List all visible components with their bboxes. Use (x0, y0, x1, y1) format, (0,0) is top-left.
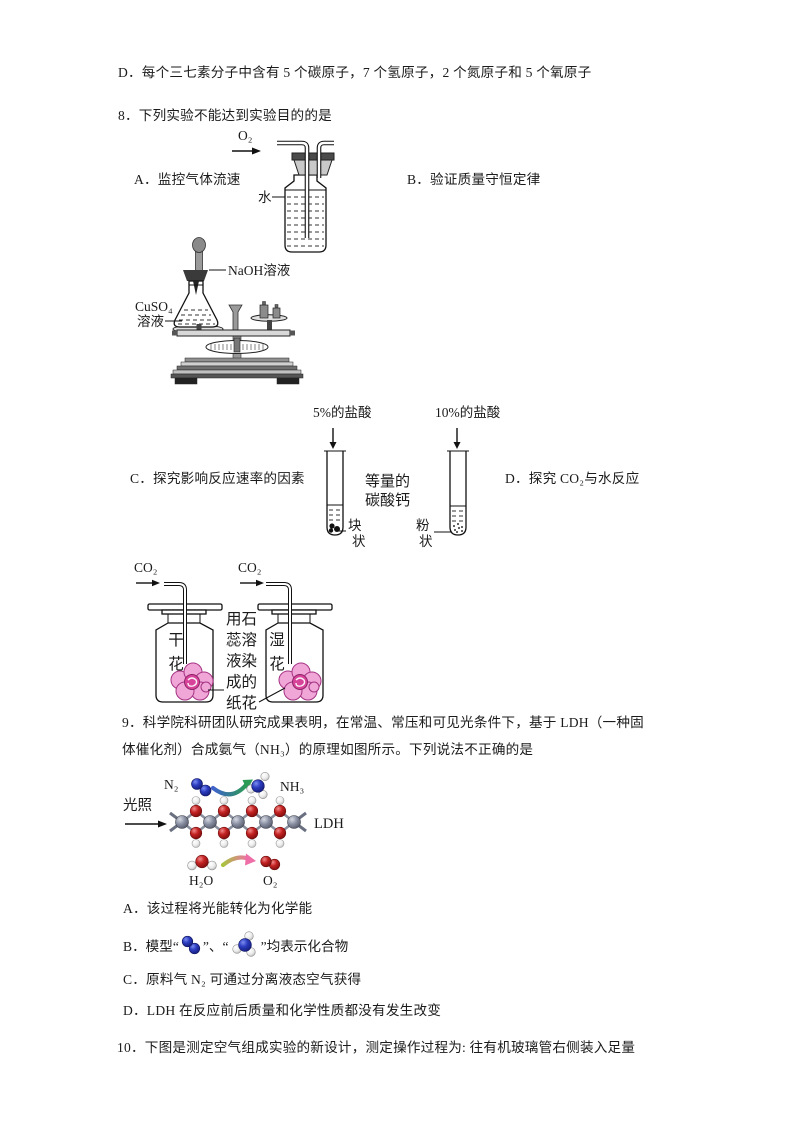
balance-base (170, 357, 304, 385)
balance-scale-diagram: NaOH溶液 CuSO₄ 溶液 (135, 237, 304, 385)
q9-option-b-text-mid: ”、“ (202, 939, 229, 954)
wet-flower-char2: 花 (269, 655, 285, 673)
left-bottle: 干 花 (147, 582, 223, 703)
label-row-2: 蕊溶 (226, 631, 257, 649)
co2-flower-bottles-diagram: CO₂ CO₂ 干 花 湿 花 (134, 560, 333, 712)
dry-flower-char2: 花 (168, 655, 184, 673)
q8-option-b: B．验证质量守恒定律 (407, 172, 541, 187)
q9-option-a: A．该过程将光能转化为化学能 (123, 901, 313, 916)
right-flower-pointer (258, 687, 286, 703)
label-row-5: 纸花 (226, 694, 257, 712)
graduated-scale (205, 337, 269, 354)
h2o-label: H₂O (189, 873, 213, 888)
co2-right-label: CO₂ (238, 560, 261, 575)
light-arrowhead (158, 820, 167, 828)
label-row-1: 用石 (226, 611, 257, 628)
cuso4-label-line2: 溶液 (137, 314, 164, 329)
co2-left-arrowhead (152, 579, 160, 587)
gas-flow-arrowhead (252, 147, 261, 155)
ldh-lattice (169, 796, 307, 848)
n2-label: N₂ (164, 777, 178, 792)
label-row-3: 液染 (226, 652, 257, 670)
left-test-tube (324, 450, 346, 536)
q10-stem: 10．下图是测定空气组成实验的新设计，测定操作过程为: 往有机玻璃管右侧装入足量 (117, 1040, 636, 1055)
n2-to-nh3-arrow (210, 782, 249, 797)
q9-option-b: B．模型“ ”、“ ”均表示化合物 (123, 928, 348, 962)
wet-flower-char1: 湿 (269, 631, 285, 649)
co2-right-arrowhead (256, 579, 264, 587)
o2-label-bottom: O₂ (263, 873, 277, 888)
cuso4-label-line1: CuSO₄ (135, 299, 173, 314)
right-bottle: 湿 花 (257, 582, 333, 703)
stopper (293, 159, 333, 176)
dropper (183, 237, 208, 281)
n2-to-nh3-arrowhead (242, 779, 253, 790)
n2-model-icon (181, 935, 200, 955)
water-label: 水 (258, 190, 272, 205)
weights (259, 301, 281, 319)
ldh-photocatalysis-diagram: 光照 N₂ NH₃ (123, 772, 344, 888)
q9-option-b-text-suf: ”均表示化合物 (260, 939, 349, 954)
right-test-tube (447, 450, 469, 536)
nh3-model-icon (231, 931, 256, 957)
powder-label-char2: 状 (419, 534, 433, 549)
q8-option-d: D．探究 CO₂与水反应 (505, 471, 640, 486)
light-label: 光照 (123, 797, 152, 814)
q8-option-c: C．探究影响反应速率的因素 (130, 471, 305, 486)
water-dashes (287, 196, 324, 247)
h2o-to-o2-arrowhead (245, 853, 256, 866)
q7-option-d: D．每个三七素分子中含有 5 个碳原子，7 个氢原子，2 个氮原子和 5 个氧原… (118, 65, 592, 80)
lump-label-char1: 块 (348, 518, 362, 533)
left-drop-arrowhead (329, 442, 337, 449)
n2-molecule (191, 778, 212, 797)
o2-gas-label: O₂ (238, 128, 252, 143)
nh3-label: NH₃ (280, 779, 304, 794)
label-row-4: 成的 (226, 673, 257, 691)
o2-molecule (260, 855, 281, 871)
q9-option-c: C．原料气 N₂ 可通过分离液态空气获得 (123, 972, 362, 987)
q9-option-d: D．LDH 在反应前后质量和化学性质都没有发生改变 (123, 1003, 442, 1018)
h2o-molecule (187, 854, 217, 871)
equal-caco3-line1: 等量的 (365, 472, 410, 490)
stopper-cap (291, 152, 335, 161)
q8-option-a: A．监控气体流速 (134, 172, 241, 187)
hcl-5-label: 5%的盐酸 (313, 405, 372, 420)
flask (173, 280, 219, 328)
test-tubes-diagram: 5%的盐酸 10%的盐酸 (313, 405, 501, 549)
gas-washing-bottle-diagram: O₂ 水 (232, 128, 335, 253)
lump-label-char2: 状 (352, 534, 366, 549)
q9-option-b-text-pre: B．模型“ (123, 939, 179, 954)
ldh-label: LDH (314, 816, 344, 832)
dry-flower-char1: 干 (168, 632, 184, 649)
powder-label-char1: 粉 (416, 518, 430, 533)
naoh-label: NaOH溶液 (228, 263, 291, 278)
hcl-10-label: 10%的盐酸 (435, 405, 501, 420)
q8-stem: 8．下列实验不能达到实验目的的是 (118, 108, 332, 123)
inlet-outlet-tubes (277, 140, 334, 238)
q9-stem-line2: 体催化剂）合成氨气（NH₃）的原理如图所示。下列说法不正确的是 (122, 742, 534, 757)
litmus-paper-flower-label: 用石 蕊溶 液染 成的 纸花 (226, 611, 257, 712)
right-drop-arrowhead (453, 442, 461, 449)
h2o-to-o2-arrow (220, 855, 252, 868)
equal-caco3-line2: 碳酸钙 (365, 492, 410, 509)
nh3-molecule (246, 772, 270, 799)
co2-left-label: CO₂ (134, 560, 157, 575)
q9-stem-line1: 9．科学院科研团队研究成果表明，在常温、常压和可见光条件下，基于 LDH（一种固 (122, 715, 644, 730)
